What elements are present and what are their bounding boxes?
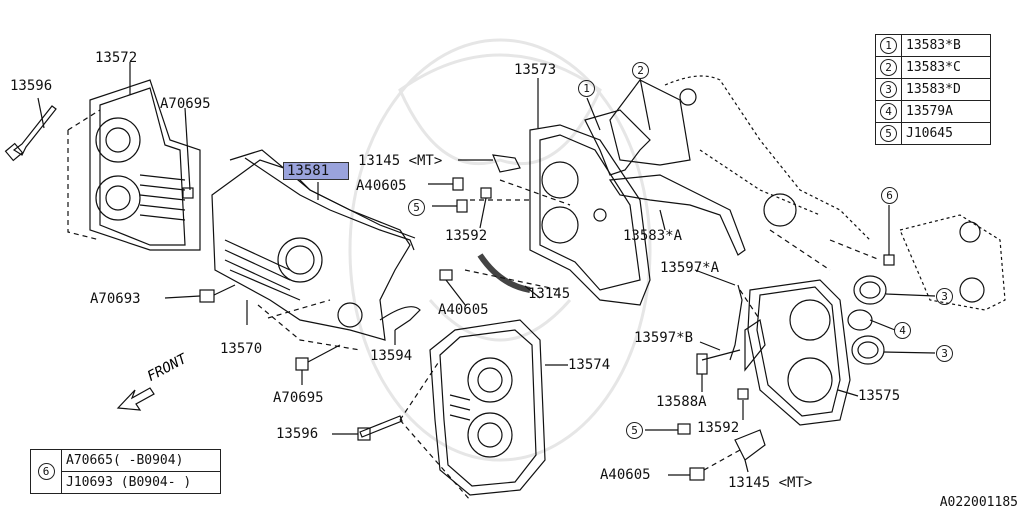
label-13145-mt-top: 13145 <MT> — [358, 153, 443, 169]
label-circle-4: 4 — [894, 322, 911, 339]
legend-circle: 1 — [880, 37, 897, 54]
plate-13573 — [529, 124, 651, 306]
label-circle-6: 6 — [881, 187, 898, 204]
label-A70695-top: A70695 — [160, 96, 211, 112]
label-circle-1: 1 — [578, 80, 595, 97]
legend-part-cell: 13583*D — [901, 78, 991, 101]
label-13594: 13594 — [370, 348, 413, 364]
seal-3-upper — [853, 275, 887, 305]
label-13575: 13575 — [858, 388, 901, 404]
legend-num-cell: 3 — [875, 78, 902, 101]
label-circle-3-upper: 3 — [936, 288, 953, 305]
legend-part-cell: 13583*B — [901, 34, 991, 57]
label-13581: 13581 — [283, 162, 349, 180]
circle-2-badge: 2 — [632, 62, 649, 79]
label-13597A: 13597*A — [660, 260, 720, 276]
label-A40605-center: A40605 — [438, 302, 489, 318]
label-A70695-bottom: A70695 — [273, 390, 324, 406]
label-13597B: 13597*B — [634, 330, 694, 346]
seal-3-lower — [851, 335, 885, 365]
legend-num-cell: 2 — [875, 56, 902, 79]
label-13145-center: 13145 — [528, 286, 571, 302]
cover-13574 — [429, 319, 546, 496]
circle-6-badge: 6 — [881, 187, 898, 204]
label-circle-2: 2 — [632, 62, 649, 79]
front-arrow — [116, 387, 155, 411]
legend-num-cell: 1 — [875, 34, 902, 57]
legend-circle: 4 — [880, 103, 897, 120]
legend-table-bottom: 6 A70665( -B0904) J10693 (B0904- ) — [30, 449, 221, 494]
label-13592-bottom: 13592 — [697, 420, 740, 436]
label-13573: 13573 — [514, 62, 557, 78]
label-13572: 13572 — [95, 50, 138, 66]
legend-part-cell: 13579A — [901, 100, 991, 123]
legend-circle: 2 — [880, 59, 897, 76]
circle-3-badge-lower: 3 — [936, 345, 953, 362]
bracket-13581 — [244, 157, 415, 251]
seal-4 — [847, 309, 873, 331]
label-13570: 13570 — [220, 341, 263, 357]
watermark-emblem — [348, 38, 652, 462]
legend-circle: 3 — [880, 81, 897, 98]
gasket-2 — [609, 79, 691, 166]
label-13583A: 13583*A — [623, 228, 683, 244]
gasket-13583A — [608, 174, 746, 256]
legend-num-cell: 5 — [875, 122, 902, 145]
label-circle-5-bottom: 5 — [626, 422, 643, 439]
circle-4-badge: 4 — [894, 322, 911, 339]
circle-1-badge: 1 — [578, 80, 595, 97]
label-13588A: 13588A — [656, 394, 707, 410]
label-13592-top: 13592 — [445, 228, 488, 244]
diagram-code: A022001185 — [939, 495, 1018, 510]
legend-part-cell: 13583*C — [901, 56, 991, 79]
bolt-13596-top — [4, 105, 57, 162]
label-A40605-bottom: A40605 — [600, 467, 651, 483]
circle-5-badge: 5 — [408, 199, 425, 216]
legend-bottom-num-cell: 6 — [30, 449, 62, 494]
legend-bottom-circle: 6 — [37, 463, 55, 480]
label-13574: 13574 — [568, 357, 611, 373]
circle-5-badge-bottom: 5 — [626, 422, 643, 439]
legend-part-cell: J10645 — [901, 122, 991, 145]
label-13145-mt-bottom: 13145 <MT> — [728, 475, 813, 491]
legend-num-cell: 4 — [875, 100, 902, 123]
legend-bottom-row-1: A70665( -B0904) — [61, 449, 221, 472]
cover-13575 — [747, 279, 851, 426]
label-A40605-top: A40605 — [356, 178, 407, 194]
label-circle-5-top: 5 — [408, 199, 425, 216]
label-circle-3-lower: 3 — [936, 345, 953, 362]
legend-circle: 5 — [880, 125, 897, 142]
label-13596-top: 13596 — [10, 78, 53, 94]
label-13596-bottom: 13596 — [276, 426, 319, 442]
legend-bottom-row-2: J10693 (B0904- ) — [61, 471, 221, 494]
circle-3-badge-upper: 3 — [936, 288, 953, 305]
gasket-1 — [584, 109, 651, 176]
label-A70693: A70693 — [90, 291, 141, 307]
